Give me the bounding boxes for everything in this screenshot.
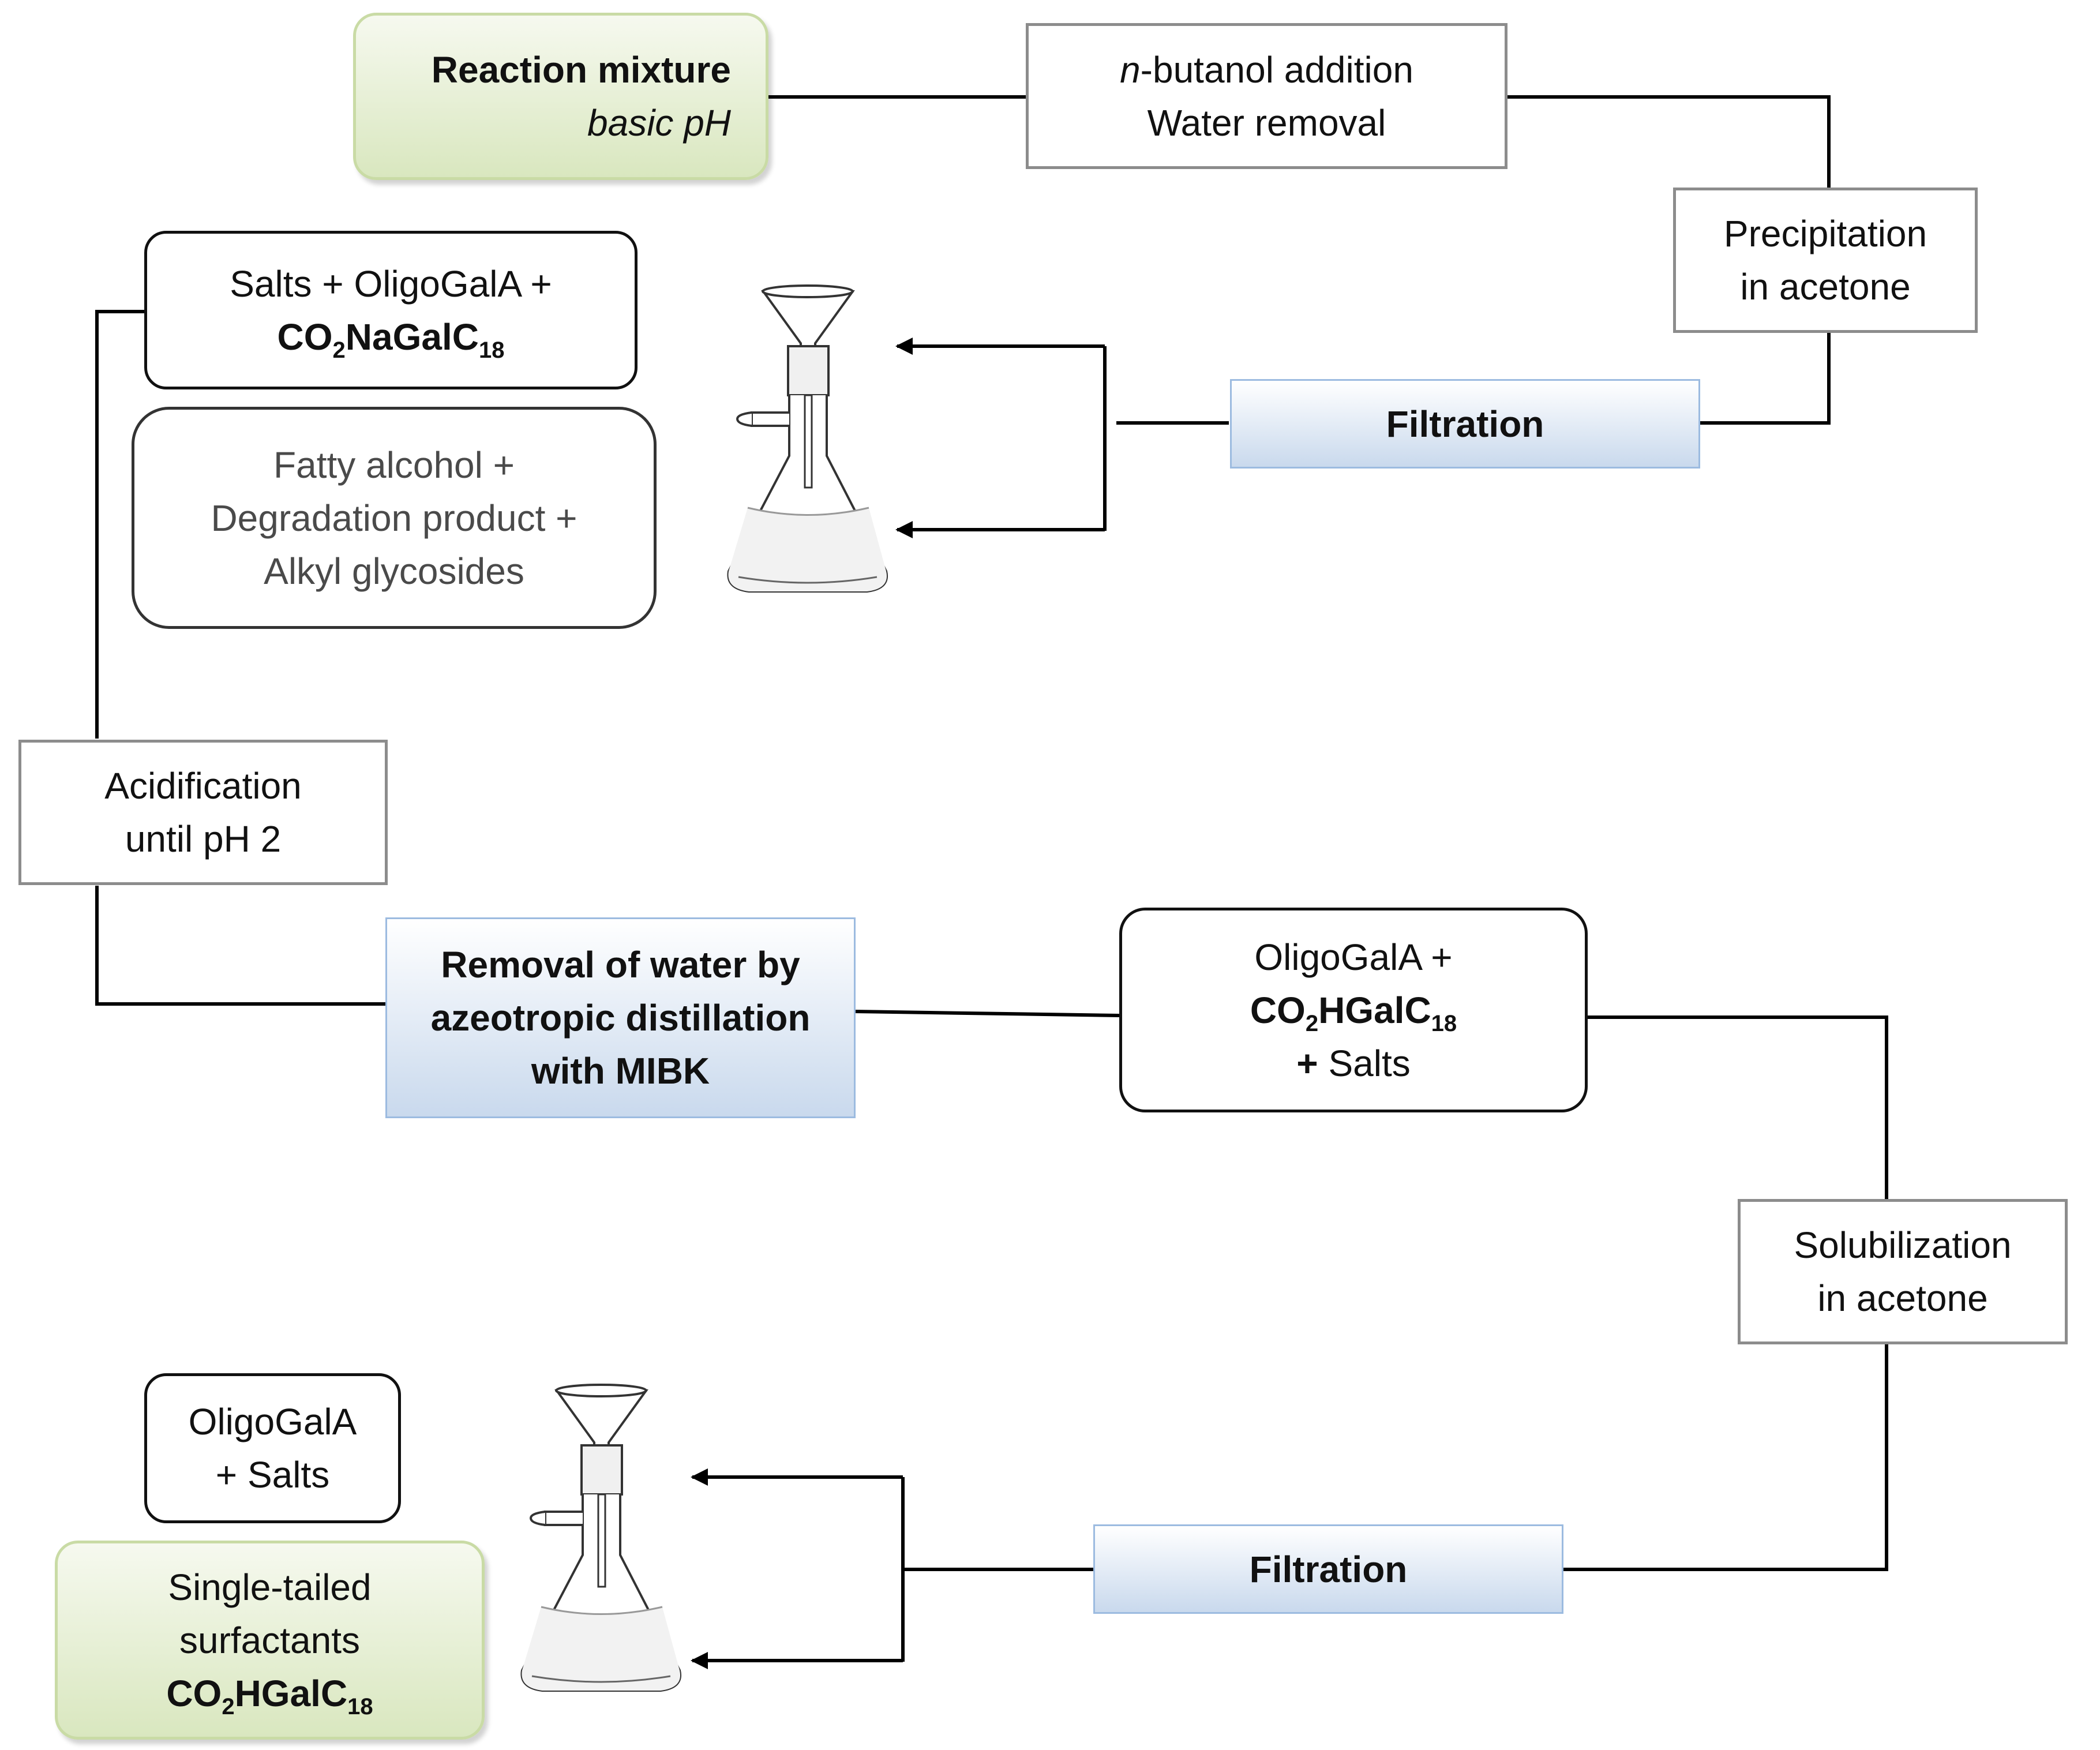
filtration-flask-icon [520, 1384, 682, 1692]
butanol-addition-box: n-butanol addition Water removal [1026, 23, 1507, 169]
final-product-box: Single-tailed surfactants CO2HGalC18 [55, 1541, 485, 1740]
precipitation-box: Precipitation in acetone [1673, 188, 1978, 333]
filtration-flask-icon [727, 284, 888, 593]
acid-mixture-box: OligoGalA + CO2HGalC18 + Salts [1119, 908, 1588, 1112]
reaction-mixture-box: Reaction mixture basic pH [353, 13, 768, 180]
filtration-label: Filtration [1386, 403, 1544, 445]
filtration-step-bottom: Filtration [1093, 1524, 1563, 1614]
butanol-line: n-butanol addition [1120, 48, 1413, 91]
co2nagalc18-formula: CO2NaGalC18 [277, 316, 505, 363]
connector-lines [95, 95, 1888, 1669]
co2hgalc18-formula: CO2HGalC18 [1250, 989, 1457, 1036]
filtration-step-top: Filtration [1230, 379, 1700, 469]
residue-box: OligoGalA + Salts [144, 1373, 401, 1523]
filtration-label: Filtration [1249, 1548, 1408, 1590]
solid-fraction-box: Salts + OligoGalA + CO2NaGalC18 [144, 231, 638, 389]
co2hgalc18-formula: CO2HGalC18 [166, 1672, 373, 1719]
reaction-mixture-title: Reaction mixture [431, 49, 731, 91]
reaction-mixture-ph: basic pH [587, 102, 731, 144]
solubilization-box: Solubilization in acetone [1738, 1199, 2068, 1344]
acidification-box: Acidification until pH 2 [18, 740, 388, 885]
water-removal-distillation-box: Removal of water by azeotropic distillat… [385, 917, 856, 1118]
filtrate-fraction-box: Fatty alcohol + Degradation product + Al… [132, 407, 657, 629]
water-removal-line: Water removal [1147, 102, 1386, 144]
